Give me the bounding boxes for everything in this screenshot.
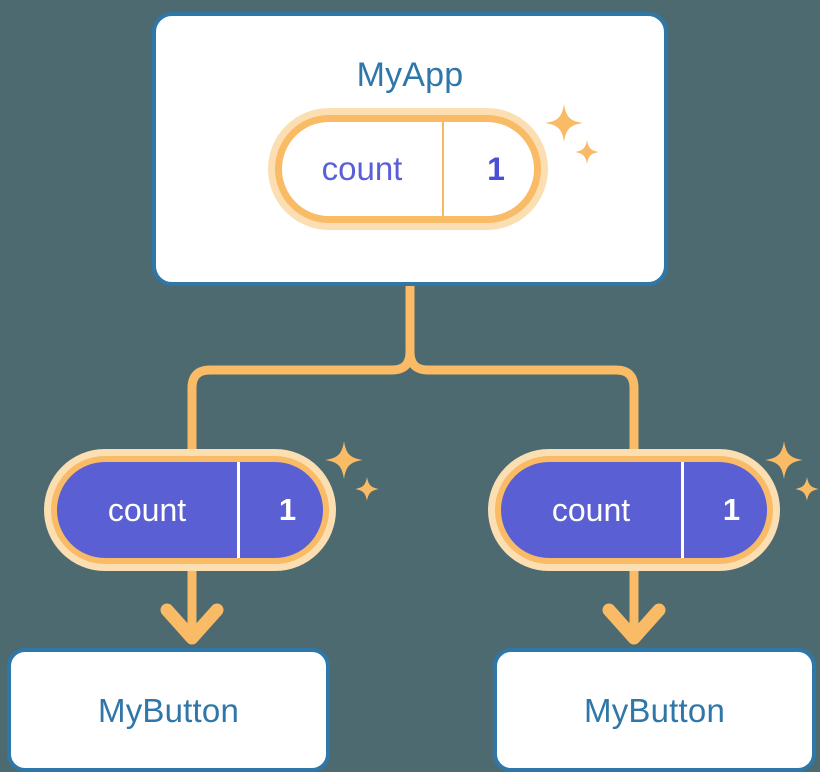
state-pill-child-left[interactable]: count 1: [44, 449, 336, 571]
connector-branch-left: [187, 347, 415, 457]
state-pill-value: 1: [278, 492, 297, 527]
component-card-mybutton-left[interactable]: MyButton: [7, 648, 330, 772]
state-pill-divider: [237, 462, 240, 558]
component-card-label: MyButton: [584, 692, 725, 729]
page-title: MyApp: [356, 56, 464, 94]
arrow-head-left: [160, 603, 224, 645]
state-pill-divider: [442, 122, 444, 216]
state-pill-child-right[interactable]: count 1: [488, 449, 780, 571]
state-pill-key: count: [321, 150, 403, 187]
state-pill-key: count: [551, 491, 631, 528]
state-pill-myapp[interactable]: count 1: [268, 108, 548, 230]
state-pill-divider: [681, 462, 684, 558]
state-pill-value: 1: [722, 492, 741, 527]
state-pill-key: count: [107, 491, 187, 528]
arrow-head-right: [602, 603, 666, 645]
connector-branch-right: [405, 347, 639, 457]
component-card-mybutton-right[interactable]: MyButton: [493, 648, 816, 772]
component-card-label: MyButton: [98, 692, 239, 729]
state-pill-value: 1: [487, 150, 505, 187]
